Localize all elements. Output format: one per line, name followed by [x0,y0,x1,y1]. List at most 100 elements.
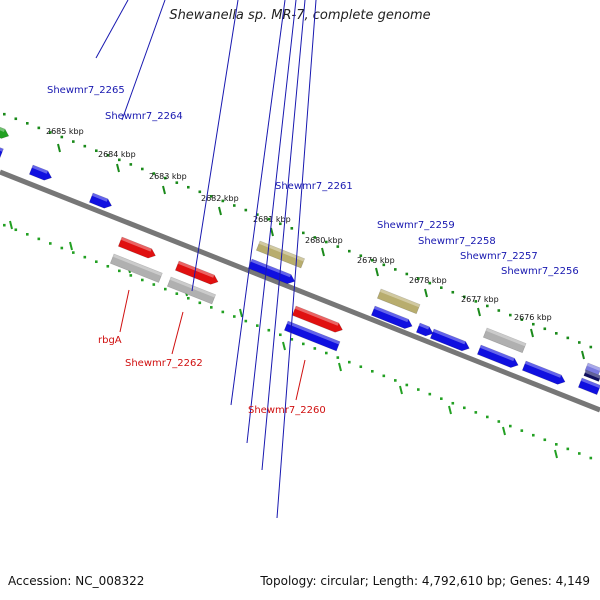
gene-highlight [379,289,421,308]
track-tick [218,206,222,216]
gene-arrow-forward[interactable] [0,145,4,159]
gene-arrow-forward[interactable] [283,320,341,352]
gene-arrow-reverse[interactable] [174,260,220,287]
gene-edge[interactable] [583,369,600,382]
track-tick [399,385,403,395]
gene-body [429,328,470,352]
track-dot [589,345,593,349]
gene-arrow-forward[interactable] [429,328,471,353]
track-dot [106,153,110,157]
gene-rna[interactable] [376,288,421,315]
track-tick [581,350,585,360]
gene-arrow-forward[interactable] [476,344,520,370]
gene-arrow-forward[interactable] [415,322,435,338]
track-dot [118,269,121,273]
track-tick [375,267,379,277]
track-dot [520,318,524,321]
track-tick [270,227,274,237]
gene-label-shewmr7_2260[interactable]: Shewmr7_2260 [248,405,326,416]
track-dot [14,228,18,232]
track-dot [302,231,305,235]
track-dot [348,249,351,253]
gene-arrow-green[interactable] [0,123,11,141]
gene-labels[interactable]: Shewmr7_2265Shewmr7_2264Shewmr7_2261Shew… [47,0,579,519]
track-dot [578,341,581,344]
gene-highlight [580,378,600,389]
kbp-tick-label: 2677 kbp [461,295,499,304]
kbp-tick-label: 2684 kbp [98,150,136,159]
track-dot [233,315,236,318]
gene-arrow-forward[interactable] [28,164,53,182]
gene-arrow-forward[interactable] [370,305,414,331]
gene-label-shewmr7_2262[interactable]: Shewmr7_2262 [125,358,203,369]
gene-arrow-forward[interactable] [88,192,113,210]
track-dot [290,227,294,230]
track-dot [198,190,202,194]
track-dot [417,277,420,280]
track-dot [3,112,6,116]
kbp-tick-label: 2682 kbp [201,194,239,203]
gene-body [577,377,600,396]
track-dot [348,360,351,364]
track-dot [164,287,167,291]
track-dot [14,117,18,121]
track-dot [451,401,455,405]
track-dot [267,328,271,332]
track-dot [405,272,409,276]
track-dot [175,181,179,184]
track-dot [566,336,570,340]
track-dot [83,255,87,259]
gene-body [88,192,113,209]
track-dot [187,185,190,189]
track-dot [256,213,259,216]
label-leader [95,0,129,59]
track-dot [474,411,478,414]
track-dot [256,324,259,327]
gene-highlight [418,323,430,330]
track-dot [589,456,593,460]
gene-edge[interactable] [577,377,600,396]
track-dot [233,204,236,207]
gene-label-shewmr7_2256[interactable]: Shewmr7_2256 [501,266,579,277]
track-dot [26,122,29,125]
gene-body [291,305,343,333]
gene-body [117,236,156,259]
gene-pseudo[interactable] [482,327,527,354]
gene-highlight [524,361,562,378]
gene-pseudo[interactable] [109,253,163,283]
track-dot [244,208,248,212]
gene-label-shewmr7_2265[interactable]: Shewmr7_2265 [47,85,125,96]
gene-label-shewmr7_2257[interactable]: Shewmr7_2257 [460,251,538,262]
track-dot [129,163,133,166]
label-leader [295,359,306,401]
track-dot [164,176,167,180]
gene-body [0,123,10,139]
track-dot [187,296,190,300]
gene-label-shewmr7_2259[interactable]: Shewmr7_2259 [377,220,455,231]
track-dot [497,309,501,312]
gene-body [521,360,566,385]
gene-label-shewmr7_2258[interactable]: Shewmr7_2258 [418,236,496,247]
track-dot [509,313,512,317]
topology-text: Topology: circular; Length: 4,792,610 bp… [260,574,590,588]
gene-arrow-forward[interactable] [521,360,567,387]
track-dot [520,429,524,432]
gene-label-shewmr7_2264[interactable]: Shewmr7_2264 [105,111,183,122]
track-dot [497,420,501,423]
track-dot [428,392,432,396]
gene-body [476,344,519,368]
track-dot [210,195,213,198]
gene-arrow-reverse[interactable] [291,305,344,334]
track-dot [440,397,443,400]
track-dot [72,140,75,143]
kbp-tick-label: 2679 kbp [357,256,395,265]
track-dot [221,310,225,314]
gene-label-shewmr7_2261[interactable]: Shewmr7_2261 [275,181,353,192]
gene-arrow-reverse[interactable] [117,236,157,260]
gene-edge[interactable] [584,362,600,376]
track-tick [448,405,452,415]
gene-arrow-forward[interactable] [247,258,296,286]
gene-label-rbga[interactable]: rbgA [98,335,122,346]
track-dot [95,260,98,264]
